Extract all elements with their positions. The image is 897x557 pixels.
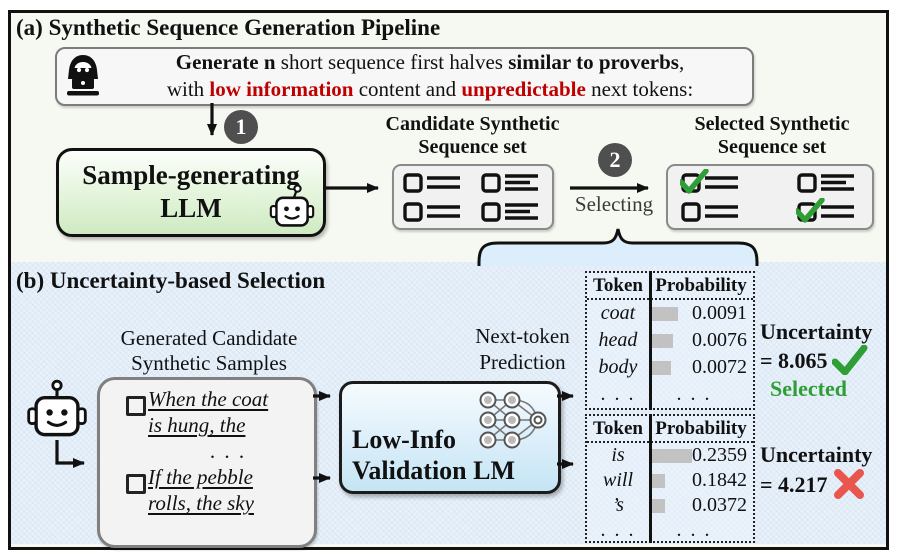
token-cell: ’s: [612, 494, 624, 516]
probability-value: 0.1842: [692, 469, 747, 491]
checkbox-icon: [126, 474, 146, 494]
selected-set-box: [666, 164, 874, 230]
token-probability-table-2: Token Probability is 0.2359 will 0.1842 ’s 0.…: [585, 414, 755, 543]
table-header: Token Probability: [587, 416, 753, 443]
prompt-line-2: with low information content and unpredi…: [166, 77, 694, 101]
token-cell: coat: [600, 302, 636, 324]
panel-a-title: (a) Synthetic Sequence Generation Pipeli…: [16, 15, 441, 40]
uncertainty-label: Uncertainty: [760, 442, 873, 467]
token-cell: head: [598, 329, 638, 351]
sequence-item-icon: [481, 202, 538, 222]
checkbox-icon: [126, 396, 146, 416]
sequence-item-icon: [481, 173, 538, 193]
sequence-item-icon: [403, 202, 460, 222]
selecting-label: Selecting: [574, 192, 654, 216]
sequence-item-icon: [680, 169, 738, 194]
token-cell: body: [598, 356, 638, 378]
prompt-text: Generate n short sequence first halves s…: [112, 49, 748, 103]
table-row: ’s 0.0372: [587, 493, 753, 518]
token-cell: is: [611, 444, 625, 466]
table-divider: [649, 271, 652, 410]
sequence-item-icon: [403, 173, 460, 193]
candidate-set-label: Candidate Synthetic Sequence set: [385, 113, 560, 158]
sample-generating-llm-box: Sample-generating LLM: [56, 148, 326, 237]
probability-value: 0.0076: [692, 329, 747, 351]
hacker-icon: [67, 55, 99, 96]
sample-item-1: When the coat is hung, the . . .: [148, 387, 269, 463]
probability-value: 0.0072: [692, 356, 747, 378]
sample-item-2: If the pebble rolls, the sky: [148, 465, 254, 515]
probability-bar: [652, 360, 671, 375]
table-row: will 0.1842: [587, 468, 753, 493]
table-divider: [649, 414, 652, 543]
table-row: body 0.0072: [587, 354, 753, 381]
probability-value: . . .: [676, 383, 712, 405]
low-info-validation-lm-box: Low-Info Validation LM: [339, 381, 561, 494]
panel-b-title: (b) Uncertainty-based Selection: [16, 268, 326, 293]
uncertainty-value: = 4.217: [760, 471, 828, 497]
uncertainty-label: Uncertainty: [760, 319, 873, 344]
sequence-item-icon: [681, 202, 738, 222]
sequence-item-icon: [796, 198, 854, 223]
probability-bar: [652, 333, 673, 348]
neural-network-icon: [479, 391, 547, 449]
generated-samples-box: When the coat is hung, the . . . If the …: [97, 377, 317, 548]
samples-label: Generated Candidate Synthetic Samples: [120, 326, 298, 375]
uncertainty-result-rejected: Uncertainty = 4.217: [760, 441, 897, 500]
selected-set-label: Selected Synthetic Sequence set: [694, 113, 850, 158]
check-icon: [831, 345, 868, 375]
probability-value: 0.0372: [692, 494, 747, 516]
sample-generating-llm-label: Sample-generating LLM: [82, 160, 300, 223]
probability-value: 0.2359: [692, 444, 747, 466]
cross-icon: [833, 469, 864, 499]
step-2-badge: 2: [598, 143, 632, 177]
table-row: . . . . . .: [587, 518, 753, 543]
table-row: head 0.0076: [587, 327, 753, 354]
table-header: Token Probability: [587, 273, 753, 300]
prompt-line-1: Generate n short sequence first halves s…: [175, 50, 685, 74]
probability-value: . . .: [676, 519, 712, 541]
token-probability-table-1: Token Probability coat 0.0091 head 0.0076 bo…: [585, 271, 755, 410]
brace-connector: [477, 228, 759, 266]
table-row: is 0.2359: [587, 443, 753, 468]
check-icon: [796, 198, 825, 223]
probability-value: 0.0091: [692, 302, 747, 324]
low-info-validation-lm-label: Low-Info Validation LM: [352, 425, 516, 485]
token-cell: . . .: [600, 383, 636, 405]
uncertainty-value: = 8.065: [760, 347, 828, 373]
check-icon: [680, 169, 709, 194]
probability-bar: [652, 498, 665, 513]
uncertainty-result-selected: Uncertainty = 8.065 Selected: [760, 318, 897, 402]
prompt-box: [55, 47, 754, 106]
probability-bar: [652, 473, 665, 488]
table-row: . . . . . .: [587, 381, 753, 408]
step-1-badge: 1: [224, 110, 258, 144]
table-row: coat 0.0091: [587, 300, 753, 327]
token-cell: will: [602, 469, 633, 491]
sequence-item-icon: [797, 173, 854, 193]
probability-bar: [652, 448, 692, 463]
robot-icon: [269, 184, 315, 227]
robot-icon: [27, 379, 87, 437]
selected-verdict: Selected: [770, 376, 847, 401]
token-cell: . . .: [600, 519, 636, 541]
next-token-prediction-label: Next-token Prediction: [475, 324, 570, 374]
probability-bar: [652, 306, 678, 321]
candidate-set-box: [392, 164, 554, 230]
